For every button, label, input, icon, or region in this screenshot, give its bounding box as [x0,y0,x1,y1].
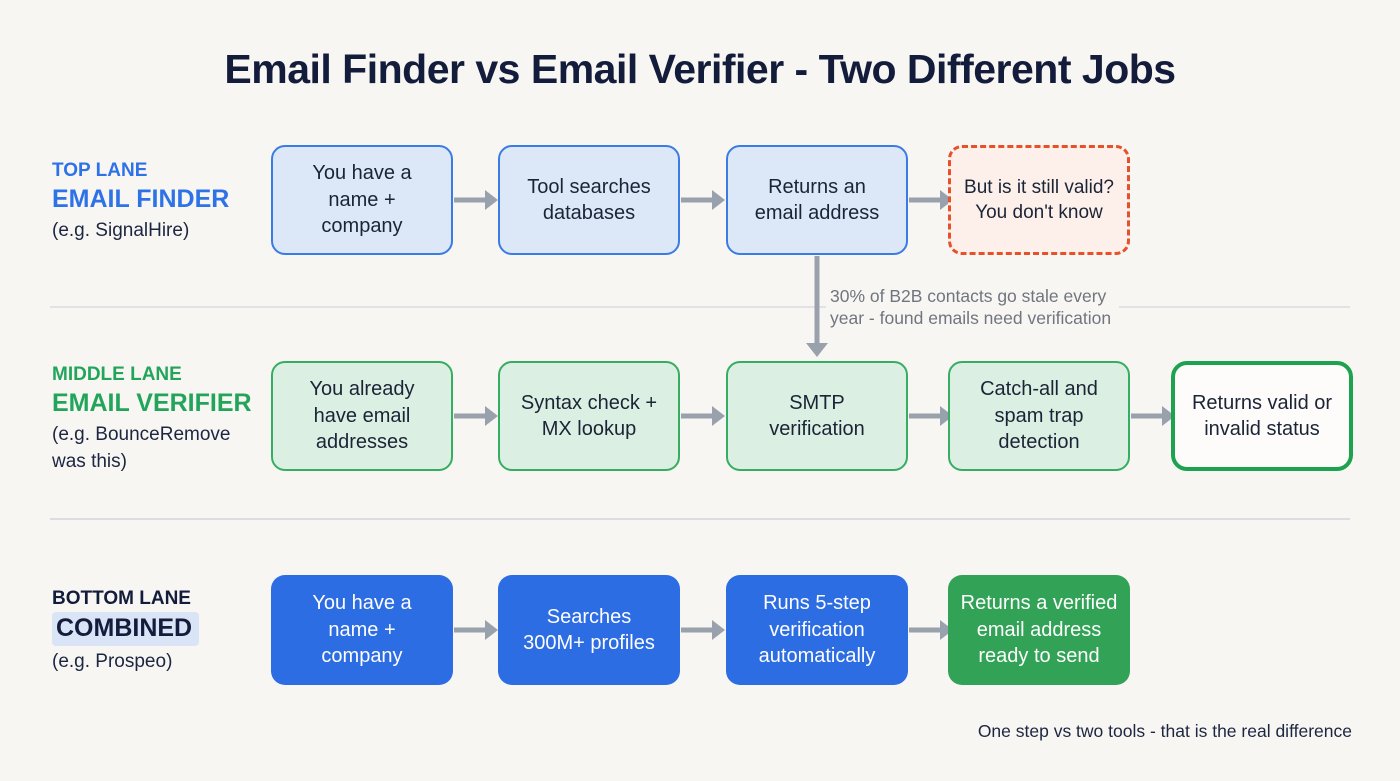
bottom-lane-title: COMBINED [52,612,200,646]
finder-step-warning: But is it still valid? You don't know [948,145,1130,255]
combined-step-search: Searches 300M+ profiles [498,575,680,685]
middle-lane-name: MIDDLE LANE [52,364,182,385]
finder-step-search: Tool searches databases [498,145,680,255]
verifier-step-syntax: Syntax check + MX lookup [498,361,680,471]
combined-step-input: You have a name + company [271,575,453,685]
arrow-right-icon [454,618,498,642]
verifier-step-result: Returns valid or invalid status [1171,361,1353,471]
bottom-lane-label: BOTTOM LANE COMBINED (e.g. Prospeo) [52,586,282,675]
arrow-right-icon [681,188,725,212]
bottom-lane-name: BOTTOM LANE [52,588,191,609]
combined-step-verify: Runs 5-step verification automatically [726,575,908,685]
footer-note: One step vs two tools - that is the real… [977,721,1352,741]
arrow-right-icon [909,188,953,212]
top-lane-example: (e.g. SignalHire) [52,220,190,241]
verifier-step-catchall: Catch-all and spam trap detection [948,361,1130,471]
verifier-step-smtp: SMTP verification [726,361,908,471]
bottom-lane-example: (e.g. Prospeo) [52,651,173,672]
arrow-right-icon [681,404,725,428]
page-title: Email Finder vs Email Verifier - Two Dif… [224,46,1176,92]
combined-step-result: Returns a verified email address ready t… [948,575,1130,685]
finder-step-input: You have a name + company [271,145,453,255]
top-lane-title: EMAIL FINDER [52,185,230,213]
finder-step-result: Returns an email address [726,145,908,255]
arrow-right-icon [454,188,498,212]
middle-lane-title: EMAIL VERIFIER [52,389,252,417]
arrow-right-icon [454,404,498,428]
divider-top-middle [50,306,1350,308]
top-lane-label: TOP LANE EMAIL FINDER (e.g. SignalHire) [52,158,282,244]
arrow-down-icon [804,256,829,357]
arrow-right-icon [909,618,953,642]
stale-contacts-annotation: 30% of B2B contacts go stale every year … [826,283,1120,334]
arrow-right-icon [909,404,953,428]
middle-lane-example: (e.g. BounceRemove was this) [52,424,231,472]
arrow-right-icon [1131,404,1175,428]
verifier-step-input: You already have email addresses [271,361,453,471]
arrow-right-icon [681,618,725,642]
divider-middle-bottom [50,518,1350,520]
top-lane-name: TOP LANE [52,160,148,181]
middle-lane-label: MIDDLE LANE EMAIL VERIFIER (e.g. BounceR… [52,362,282,475]
